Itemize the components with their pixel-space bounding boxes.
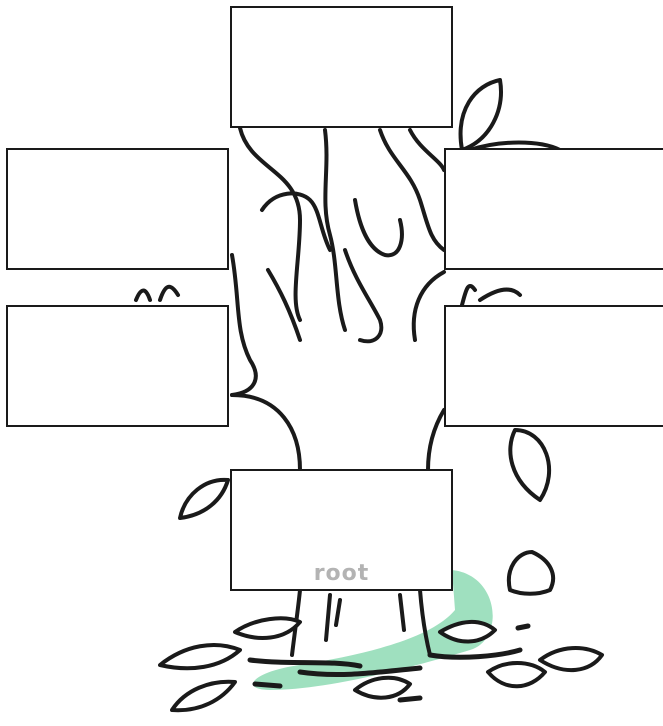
top-branch-box[interactable] — [230, 6, 453, 128]
upper-right-branch-box[interactable] — [444, 148, 663, 270]
leaf-ground-2 — [172, 682, 235, 710]
branch-9 — [414, 272, 444, 340]
leaf-right-small — [509, 552, 553, 594]
upper-left-branch-box[interactable] — [6, 148, 229, 270]
ground-stroke-6 — [400, 698, 420, 700]
lower-left-branch-box[interactable] — [6, 305, 229, 427]
trunk-right-lower — [428, 410, 444, 470]
leaf-top-right — [461, 80, 501, 150]
leaf-ground-1 — [160, 645, 240, 668]
branch-6 — [380, 130, 444, 250]
ground-stroke-3 — [255, 684, 280, 686]
branch-7 — [410, 130, 444, 170]
branch-1 — [240, 128, 300, 320]
leaf-left-falling — [180, 480, 228, 518]
branch-tip-right — [462, 286, 520, 305]
trunk-bark — [326, 595, 404, 640]
leaf-ground-6 — [488, 663, 545, 686]
leaf-ground-7 — [355, 678, 410, 698]
trunk-left-lower — [232, 395, 300, 470]
ground-stroke-5 — [518, 626, 528, 628]
branch-4 — [355, 200, 402, 255]
trunk-left-edge — [232, 255, 256, 395]
branch-5 — [345, 250, 381, 341]
leaf-ground-3 — [235, 618, 300, 638]
branch-tip-left — [136, 287, 178, 300]
lower-right-branch-box[interactable] — [444, 305, 663, 427]
leaf-right-falling — [510, 430, 549, 500]
leaf-ground-5 — [540, 648, 602, 670]
branch-3 — [325, 130, 345, 330]
root-label: root — [232, 561, 451, 586]
root-box[interactable]: root — [230, 469, 453, 591]
